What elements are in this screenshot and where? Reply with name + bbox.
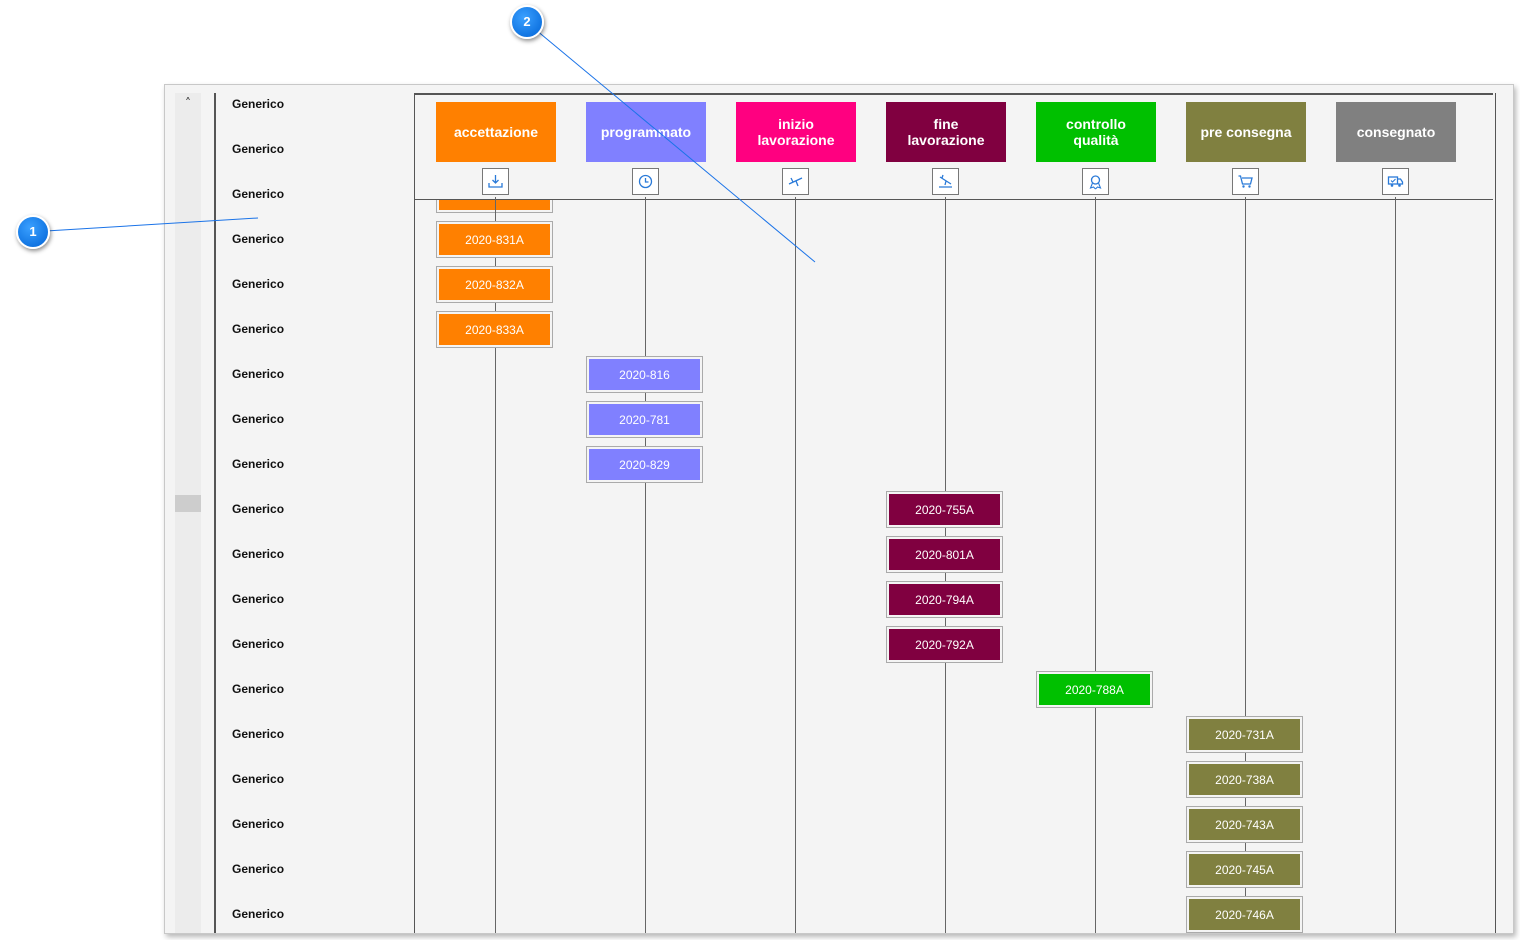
job-card[interactable]: 2020-731A [1186, 716, 1303, 753]
job-card-id: 2020-731A [1189, 719, 1300, 750]
row-label: Generico [232, 862, 285, 876]
column-header-4[interactable]: controllo qualità [1036, 102, 1156, 162]
column-lane-line [795, 197, 796, 933]
row-label: Generico [232, 772, 285, 786]
row-label: Generico [232, 682, 285, 696]
job-card[interactable]: 2020-743A [1186, 806, 1303, 843]
job-card[interactable]: 2020-755A [886, 491, 1003, 528]
job-card-id: 2020-833A [439, 314, 550, 345]
airplane-takeoff-icon[interactable] [782, 168, 809, 195]
row-label: Generico [232, 907, 285, 921]
vertical-scrollbar[interactable]: ˄ [175, 93, 201, 933]
row-label: Generico [232, 232, 285, 246]
column-header-label: inizio lavorazione [757, 116, 835, 148]
column-lane-line [1095, 197, 1096, 933]
shopping-cart-icon[interactable] [1232, 168, 1259, 195]
row-label: Generico [232, 637, 285, 651]
column-lane-line [1245, 197, 1246, 933]
column-header-6[interactable]: consegnato [1336, 102, 1456, 162]
row-label: Generico [232, 817, 285, 831]
column-header-label: pre consegna [1200, 124, 1292, 140]
row-label: Generico [232, 187, 285, 201]
scroll-up-arrow-icon[interactable]: ˄ [185, 96, 191, 110]
callout-marker-2: 2 [510, 5, 544, 39]
clock-icon[interactable] [632, 168, 659, 195]
job-card-id: 2020-781 [589, 404, 700, 435]
row-label: Generico [232, 727, 285, 741]
job-card-id: 2020-788A [1039, 674, 1150, 705]
job-card[interactable]: 2020-829 [586, 446, 703, 483]
row-label: Generico [232, 142, 285, 156]
job-card[interactable]: 2020-794A [886, 581, 1003, 618]
job-card-id: 2020-746A [1189, 899, 1300, 930]
row-label: Generico [232, 592, 285, 606]
job-card[interactable]: 2020-738A [1186, 761, 1303, 798]
row-label: Generico [232, 277, 285, 291]
row-label: Generico [232, 322, 285, 336]
column-header-1[interactable]: programmato [586, 102, 706, 162]
callout-marker-1: 1 [16, 215, 50, 249]
job-card-id: 2020-745A [1189, 854, 1300, 885]
column-header-label: controllo qualità [1066, 116, 1126, 148]
column-header-2[interactable]: inizio lavorazione [736, 102, 856, 162]
column-header-label: consegnato [1356, 124, 1436, 140]
job-card[interactable]: 2020-801A [886, 536, 1003, 573]
job-card-id: 2020-829 [589, 449, 700, 480]
job-card[interactable]: 2020-788A [1036, 671, 1153, 708]
column-lane-line [1395, 197, 1396, 933]
column-lane-line [645, 197, 646, 933]
job-card-id: 2020-755A [889, 494, 1000, 525]
row-label: Generico [232, 367, 285, 381]
row-label: Generico [232, 457, 285, 471]
job-card-id: 2020-832A [439, 269, 550, 300]
job-card[interactable]: 2020-746A [1186, 896, 1303, 933]
column-header-label: fine lavorazione [907, 116, 985, 148]
job-card-id: 2020-816 [589, 359, 700, 390]
job-card-id: 2020-792A [889, 629, 1000, 660]
row-label: Generico [232, 97, 285, 111]
job-card[interactable]: 2020-816 [586, 356, 703, 393]
column-header-label: programmato [600, 124, 692, 140]
quality-badge-icon[interactable] [1082, 168, 1109, 195]
job-card-id: 2020-743A [1189, 809, 1300, 840]
job-card-id: 2020-738A [1189, 764, 1300, 795]
job-card[interactable]: 2020-831A [436, 221, 553, 258]
row-label: Generico [232, 547, 285, 561]
job-card[interactable]: 2020-745A [1186, 851, 1303, 888]
column-header-label: accettazione [453, 124, 539, 140]
job-card[interactable]: 2020-832A [436, 266, 553, 303]
row-label: Generico [232, 502, 285, 516]
kanban-board: accettazione programmato inizio lavorazion… [414, 93, 1496, 933]
job-card-id: 2020-831A [439, 224, 550, 255]
column-header-5[interactable]: pre consegna [1186, 102, 1306, 162]
column-header-3[interactable]: fine lavorazione [886, 102, 1006, 162]
column-header-0[interactable]: accettazione [436, 102, 556, 162]
job-card[interactable]: 2020-833A [436, 311, 553, 348]
column-lane-line [495, 197, 496, 933]
delivery-truck-icon[interactable] [1382, 168, 1409, 195]
inbox-download-icon[interactable] [482, 168, 509, 195]
airplane-landing-icon[interactable] [932, 168, 959, 195]
job-card-id: 2020-794A [889, 584, 1000, 615]
board-header: accettazione programmato inizio lavorazion… [415, 93, 1493, 200]
job-card[interactable]: 2020-792A [886, 626, 1003, 663]
row-label: Generico [232, 412, 285, 426]
job-card[interactable]: 2020-781 [586, 401, 703, 438]
job-card-id: 2020-801A [889, 539, 1000, 570]
scroll-thumb[interactable] [175, 495, 201, 512]
